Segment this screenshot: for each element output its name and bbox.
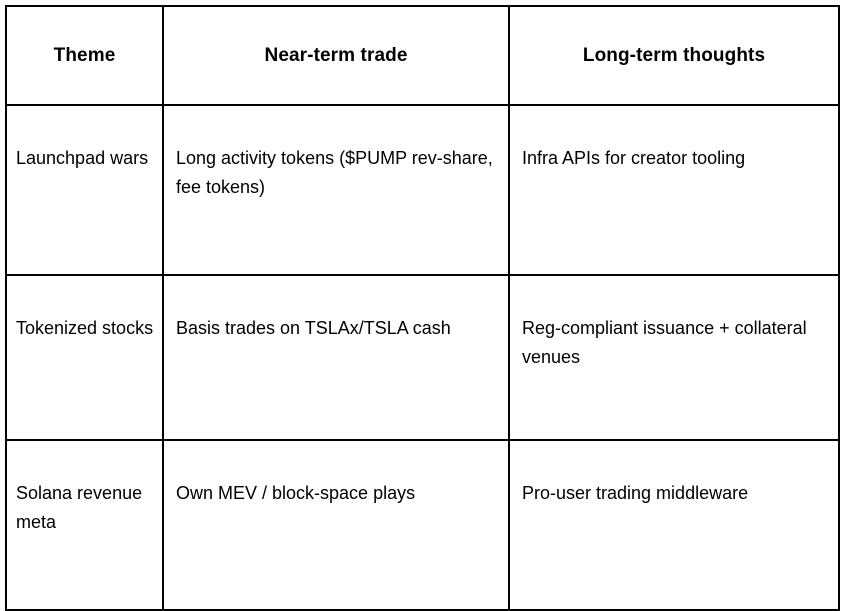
cell-theme-text: Tokenized stocks xyxy=(16,318,154,338)
cell-long-term: Infra APIs for creator tooling xyxy=(508,104,840,276)
table-row: Solana revenue meta Own MEV / block-spac… xyxy=(5,439,840,611)
cell-theme-text: Launchpad wars xyxy=(16,148,149,168)
cell-theme: Solana revenue meta xyxy=(5,439,164,611)
cell-theme: Launchpad wars xyxy=(5,104,164,276)
table-row: Launchpad wars Long activity tokens ($PU… xyxy=(5,104,840,276)
table-row: Tokenized stocks Basis trades on TSLAx/T… xyxy=(5,274,840,441)
cell-theme-text: Solana revenue meta xyxy=(16,483,143,532)
cell-near-term: Basis trades on TSLAx/TSLA cash xyxy=(162,274,510,441)
column-header-long-term-label: Long-term thoughts xyxy=(582,44,766,66)
cell-near-term: Long activity tokens ($PUMP rev-share, f… xyxy=(162,104,510,276)
column-header-near-term-label: Near-term trade xyxy=(264,44,408,66)
cell-long-term-text: Reg-compliant issuance + collateral venu… xyxy=(522,318,807,367)
table-header-row: Theme Near-term trade Long-term thoughts xyxy=(5,5,840,106)
column-header-theme-label: Theme xyxy=(53,44,116,66)
cell-long-term-text: Pro-user trading middleware xyxy=(522,483,749,503)
table-header: Theme Near-term trade Long-term thoughts xyxy=(5,5,840,106)
table-body: Launchpad wars Long activity tokens ($PU… xyxy=(5,104,840,611)
cell-near-term: Own MEV / block-space plays xyxy=(162,439,510,611)
cell-near-term-text: Long activity tokens ($PUMP rev-share, f… xyxy=(176,148,493,197)
theme-comparison-table: Theme Near-term trade Long-term thoughts… xyxy=(5,5,840,611)
column-header-long-term: Long-term thoughts xyxy=(508,5,840,106)
column-header-near-term: Near-term trade xyxy=(162,5,510,106)
page-root: Theme Near-term trade Long-term thoughts… xyxy=(5,5,840,611)
cell-long-term: Reg-compliant issuance + collateral venu… xyxy=(508,274,840,441)
cell-near-term-text: Basis trades on TSLAx/TSLA cash xyxy=(176,318,451,338)
cell-long-term: Pro-user trading middleware xyxy=(508,439,840,611)
column-header-theme: Theme xyxy=(5,5,164,106)
cell-near-term-text: Own MEV / block-space plays xyxy=(176,483,416,503)
cell-long-term-text: Infra APIs for creator tooling xyxy=(522,148,746,168)
cell-theme: Tokenized stocks xyxy=(5,274,164,441)
